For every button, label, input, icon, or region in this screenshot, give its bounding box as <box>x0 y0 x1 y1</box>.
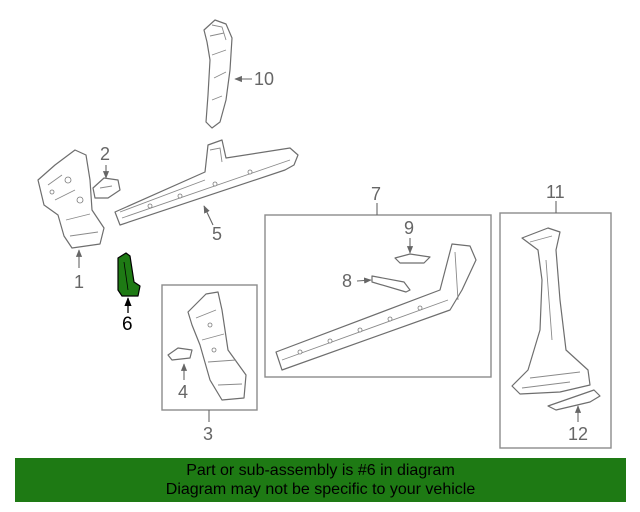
callout-3[interactable]: 3 <box>203 424 213 444</box>
part-2-bracket[interactable] <box>92 177 121 199</box>
callout-9[interactable]: 9 <box>404 218 414 238</box>
part-12-reinforcement[interactable] <box>547 389 601 411</box>
part-1-hinge-pillar[interactable] <box>37 149 105 249</box>
info-banner: Part or sub-assembly is #6 in diagram Di… <box>15 458 626 502</box>
callout-12[interactable]: 12 <box>568 424 588 444</box>
leader-8 <box>356 277 372 284</box>
callout-7[interactable]: 7 <box>371 184 381 204</box>
part-8-strip[interactable] <box>371 275 411 293</box>
callout-10[interactable]: 10 <box>254 69 274 89</box>
part-7-rocker-inner[interactable] <box>275 243 477 371</box>
callout-8[interactable]: 8 <box>342 271 352 291</box>
part-4-small-clip[interactable] <box>167 347 193 361</box>
part-6-bracket-highlighted[interactable] <box>117 252 141 297</box>
callout-11[interactable]: 11 <box>546 182 565 202</box>
leader-5 <box>203 205 214 226</box>
callout-6[interactable]: 6 <box>122 314 133 335</box>
part-11-center-pillar-outer[interactable] <box>511 227 591 395</box>
callout-4[interactable]: 4 <box>178 382 188 402</box>
part-3-center-pillar-assembly[interactable] <box>187 291 247 401</box>
group-box-7 <box>264 214 492 378</box>
callout-5[interactable]: 5 <box>212 224 222 244</box>
part-9-clip[interactable] <box>394 253 431 264</box>
part-5-rocker-panel[interactable] <box>114 139 299 226</box>
parts-diagram: 10 5 2 1 6 3 4 <box>37 19 612 449</box>
callout-1[interactable]: 1 <box>74 272 84 292</box>
callout-2[interactable]: 2 <box>100 144 110 164</box>
banner-line-1: Part or sub-assembly is #6 in diagram <box>186 462 455 479</box>
banner-line-2: Diagram may not be specific to your vehi… <box>165 481 476 498</box>
part-10-upper-pillar[interactable] <box>203 19 233 129</box>
